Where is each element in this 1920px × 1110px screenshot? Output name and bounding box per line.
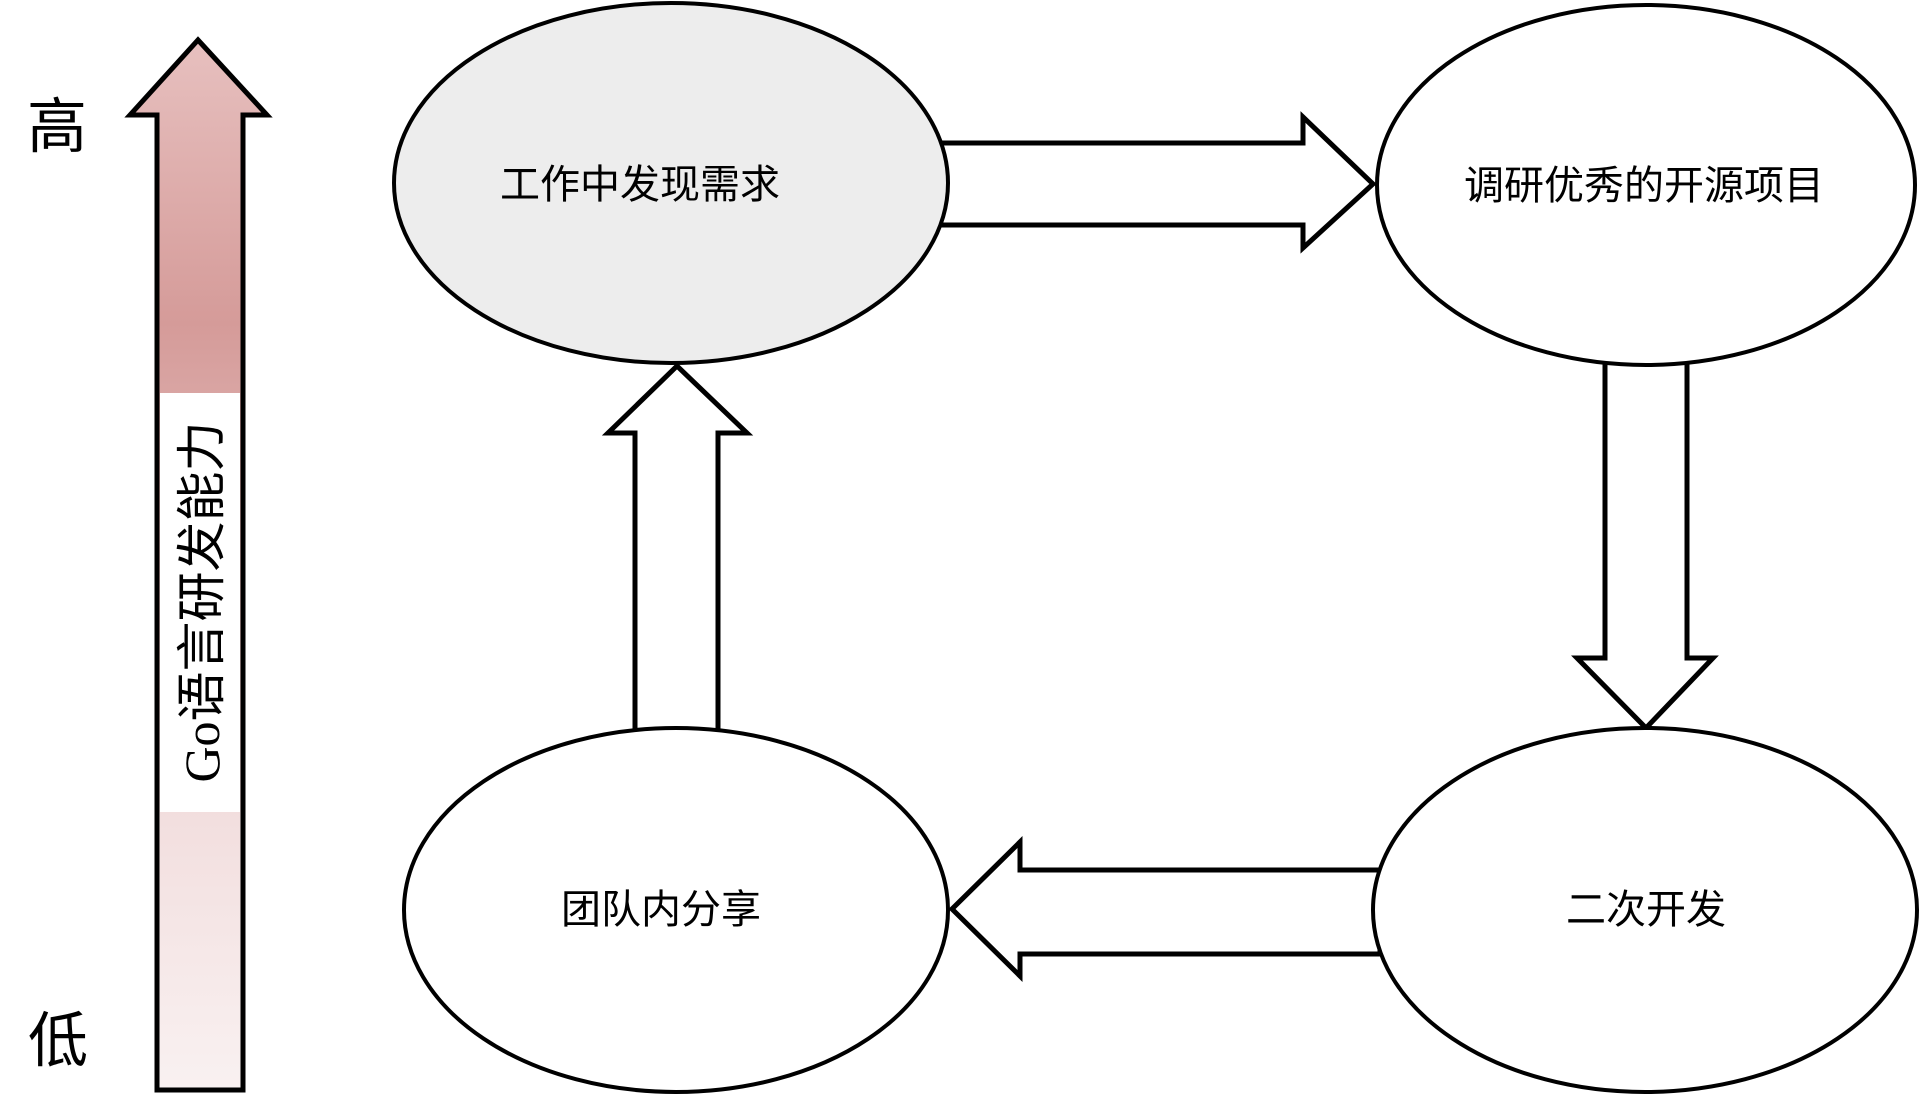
arrow-develop-to-share bbox=[948, 836, 1383, 982]
node-label-discover-needs: 工作中发现需求 bbox=[500, 163, 780, 207]
node-label-secondary-development: 二次开发 bbox=[1566, 888, 1726, 932]
node-ellipse-team-sharing bbox=[402, 726, 950, 1094]
node-label-team-sharing: 团队内分享 bbox=[561, 888, 761, 932]
arrow-discover-to-research bbox=[937, 111, 1377, 254]
axis-label-low: 低 bbox=[28, 1008, 88, 1075]
node-ellipse-research-projects bbox=[1375, 3, 1917, 367]
node-ellipse-secondary-development bbox=[1371, 726, 1919, 1094]
arrow-research-to-develop bbox=[1571, 357, 1719, 732]
axis-arrow-label: Go语言研发能力 bbox=[174, 421, 230, 782]
arrow-share-to-discover bbox=[601, 362, 754, 735]
node-ellipse-discover-needs bbox=[392, 1, 950, 365]
axis-label-high: 高 bbox=[27, 94, 87, 161]
node-label-research-projects: 调研优秀的开源项目 bbox=[1464, 164, 1824, 208]
axis-label-background bbox=[160, 393, 240, 812]
